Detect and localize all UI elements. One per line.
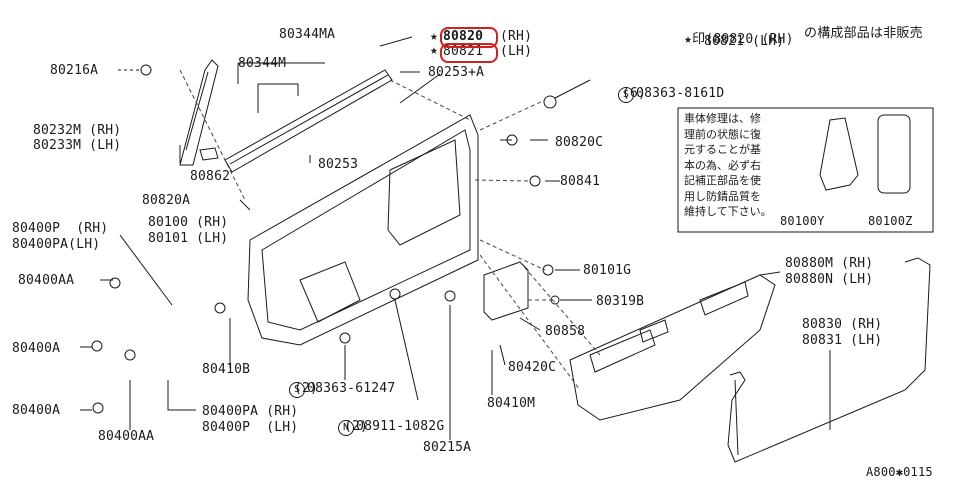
- part-80344MA[interactable]: 80344MA: [279, 27, 336, 42]
- part-80820-side: (RH): [500, 29, 533, 44]
- part-80400AA-upper[interactable]: 80400AA: [18, 273, 75, 288]
- star-icon: ★: [430, 29, 439, 44]
- part-80858[interactable]: 80858: [545, 324, 586, 339]
- highlight-80821: [440, 43, 498, 63]
- part-80400PA-rh[interactable]: 80400PA (RH): [202, 404, 299, 419]
- part-80841[interactable]: 80841: [560, 174, 601, 189]
- part-80400P-lh[interactable]: 80400P (LH): [202, 420, 299, 435]
- part-80410M[interactable]: 80410M: [487, 396, 536, 411]
- qty-08911-1082G: (2): [344, 419, 369, 434]
- repair-note-line: 車体修理は、修: [684, 112, 761, 125]
- part-80400A-upper[interactable]: 80400A: [12, 341, 61, 356]
- part-80232M[interactable]: 80232M (RH): [33, 123, 122, 138]
- part-80410B[interactable]: 80410B: [202, 362, 251, 377]
- part-80233M[interactable]: 80233M (LH): [33, 138, 122, 153]
- header-note-line1: ★印(80820 (RH): [668, 19, 794, 47]
- screw-symbol-icon: S: [618, 87, 635, 103]
- part-80820C[interactable]: 80820C: [555, 135, 604, 150]
- part-80821-number[interactable]: 80821: [443, 44, 484, 59]
- part-80100Z[interactable]: 80100Z: [868, 214, 913, 228]
- part-80821-side: (LH): [500, 44, 533, 59]
- repair-note-line: 記補正部品を使: [684, 174, 761, 187]
- header-note-suffix: の構成部品は非販売: [804, 26, 923, 41]
- part-80400A-lower[interactable]: 80400A: [12, 403, 61, 418]
- repair-note-line: 理前の状態に復: [684, 127, 761, 141]
- screw-symbol-icon: S: [289, 382, 306, 398]
- highlight-80820: [440, 27, 498, 48]
- part-80880M[interactable]: 80880M (RH): [785, 256, 874, 271]
- part-80400P-rh[interactable]: 80400P (RH): [12, 221, 109, 236]
- header-note-part-lh: 80821 (LH): [704, 34, 785, 49]
- part-80420C[interactable]: 80420C: [508, 360, 557, 375]
- part-80253A[interactable]: 80253+A: [428, 65, 485, 80]
- part-80820A[interactable]: 80820A: [142, 193, 191, 208]
- part-80820-number[interactable]: 80820: [443, 29, 484, 44]
- trim-panel: [569, 274, 776, 421]
- corner-sash: [179, 59, 219, 166]
- part-80101[interactable]: 80101 (LH): [148, 231, 229, 246]
- header-note-part-rh: 80820 (RH): [713, 32, 794, 47]
- repair-note-line: 用し防錆品質を: [684, 189, 761, 203]
- part-80400PA-lh[interactable]: 80400PA(LH): [12, 237, 101, 252]
- part-80831[interactable]: 80831 (LH): [802, 333, 883, 348]
- part-80880N[interactable]: 80880N (LH): [785, 272, 874, 287]
- qty-08363-8161D: (6): [622, 86, 647, 101]
- part-80862[interactable]: 80862: [190, 169, 231, 184]
- repair-note: 車体修理は、修 理前の状態に復 元することが基 本の為、必ず右 記補正部品を使 …: [684, 111, 772, 220]
- part-80253[interactable]: 80253: [318, 157, 359, 172]
- diagram-code: A800✱0115: [866, 465, 933, 479]
- part-80216A[interactable]: 80216A: [50, 63, 99, 78]
- part-80100[interactable]: 80100 (RH): [148, 215, 229, 230]
- nut-symbol-icon: N: [338, 420, 355, 436]
- part-80215A[interactable]: 80215A: [423, 440, 472, 455]
- weatherstrip: [727, 257, 931, 463]
- star-icon: ★: [430, 43, 439, 58]
- part-80319B[interactable]: 80319B: [596, 294, 645, 309]
- part-80344M[interactable]: 80344M: [238, 56, 287, 71]
- window-sash: [224, 69, 393, 173]
- part-80400AA-lower[interactable]: 80400AA: [98, 429, 155, 444]
- repair-note-line: 本の為、必ず右: [684, 158, 761, 172]
- part-80101G[interactable]: 80101G: [583, 263, 632, 278]
- part-80100Y[interactable]: 80100Y: [780, 214, 825, 228]
- header-note-prefix: ★印(: [684, 32, 714, 47]
- qty-08363-61247: (2): [294, 381, 319, 396]
- repair-note-line: 元することが基: [684, 143, 761, 156]
- door-shell: [247, 114, 479, 346]
- repair-note-line: 維持して下さい。: [684, 205, 772, 218]
- part-80830[interactable]: 80830 (RH): [802, 317, 883, 332]
